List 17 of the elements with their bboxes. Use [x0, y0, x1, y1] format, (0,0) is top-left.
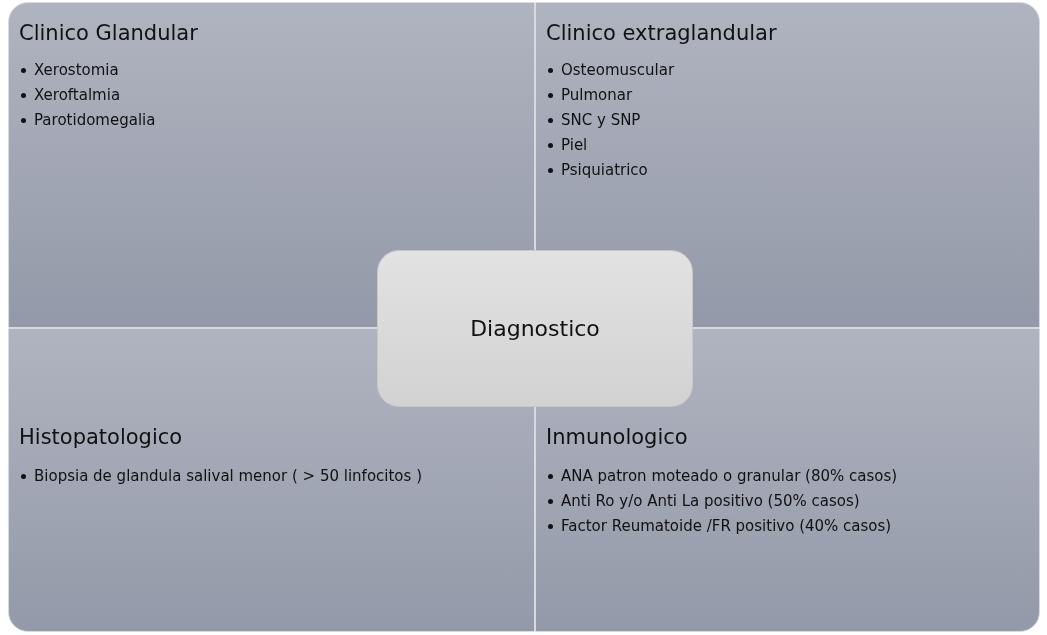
list-item: Psiquiatrico — [561, 160, 648, 181]
list-item: SNC y SNP — [561, 110, 641, 131]
list-item: ANA patron moteado o granular (80% casos) — [561, 466, 898, 487]
panel-heading: Histopatologico — [19, 425, 183, 449]
list-item: Pulmonar — [561, 85, 633, 106]
list-item: Xeroftalmia — [34, 85, 121, 106]
list-item: Piel — [561, 135, 588, 156]
panel-heading: Inmunologico — [546, 425, 688, 449]
list-item: Parotidomegalia — [34, 110, 156, 131]
list-item: Osteomuscular — [561, 60, 675, 81]
list-item: Biopsia de glandula salival menor ( > 50 linfocitos ) — [34, 466, 422, 487]
center-box: Diagnostico — [377, 250, 693, 407]
panel-heading: Clinico Glandular — [19, 21, 198, 45]
list-item: Anti Ro y/o Anti La positivo (50% casos) — [561, 491, 860, 512]
list-item: Xerostomia — [34, 60, 119, 81]
panel-heading: Clinico extraglandular — [546, 21, 777, 45]
list-item: Factor Reumatoide /FR positivo (40% casos) — [561, 516, 892, 537]
